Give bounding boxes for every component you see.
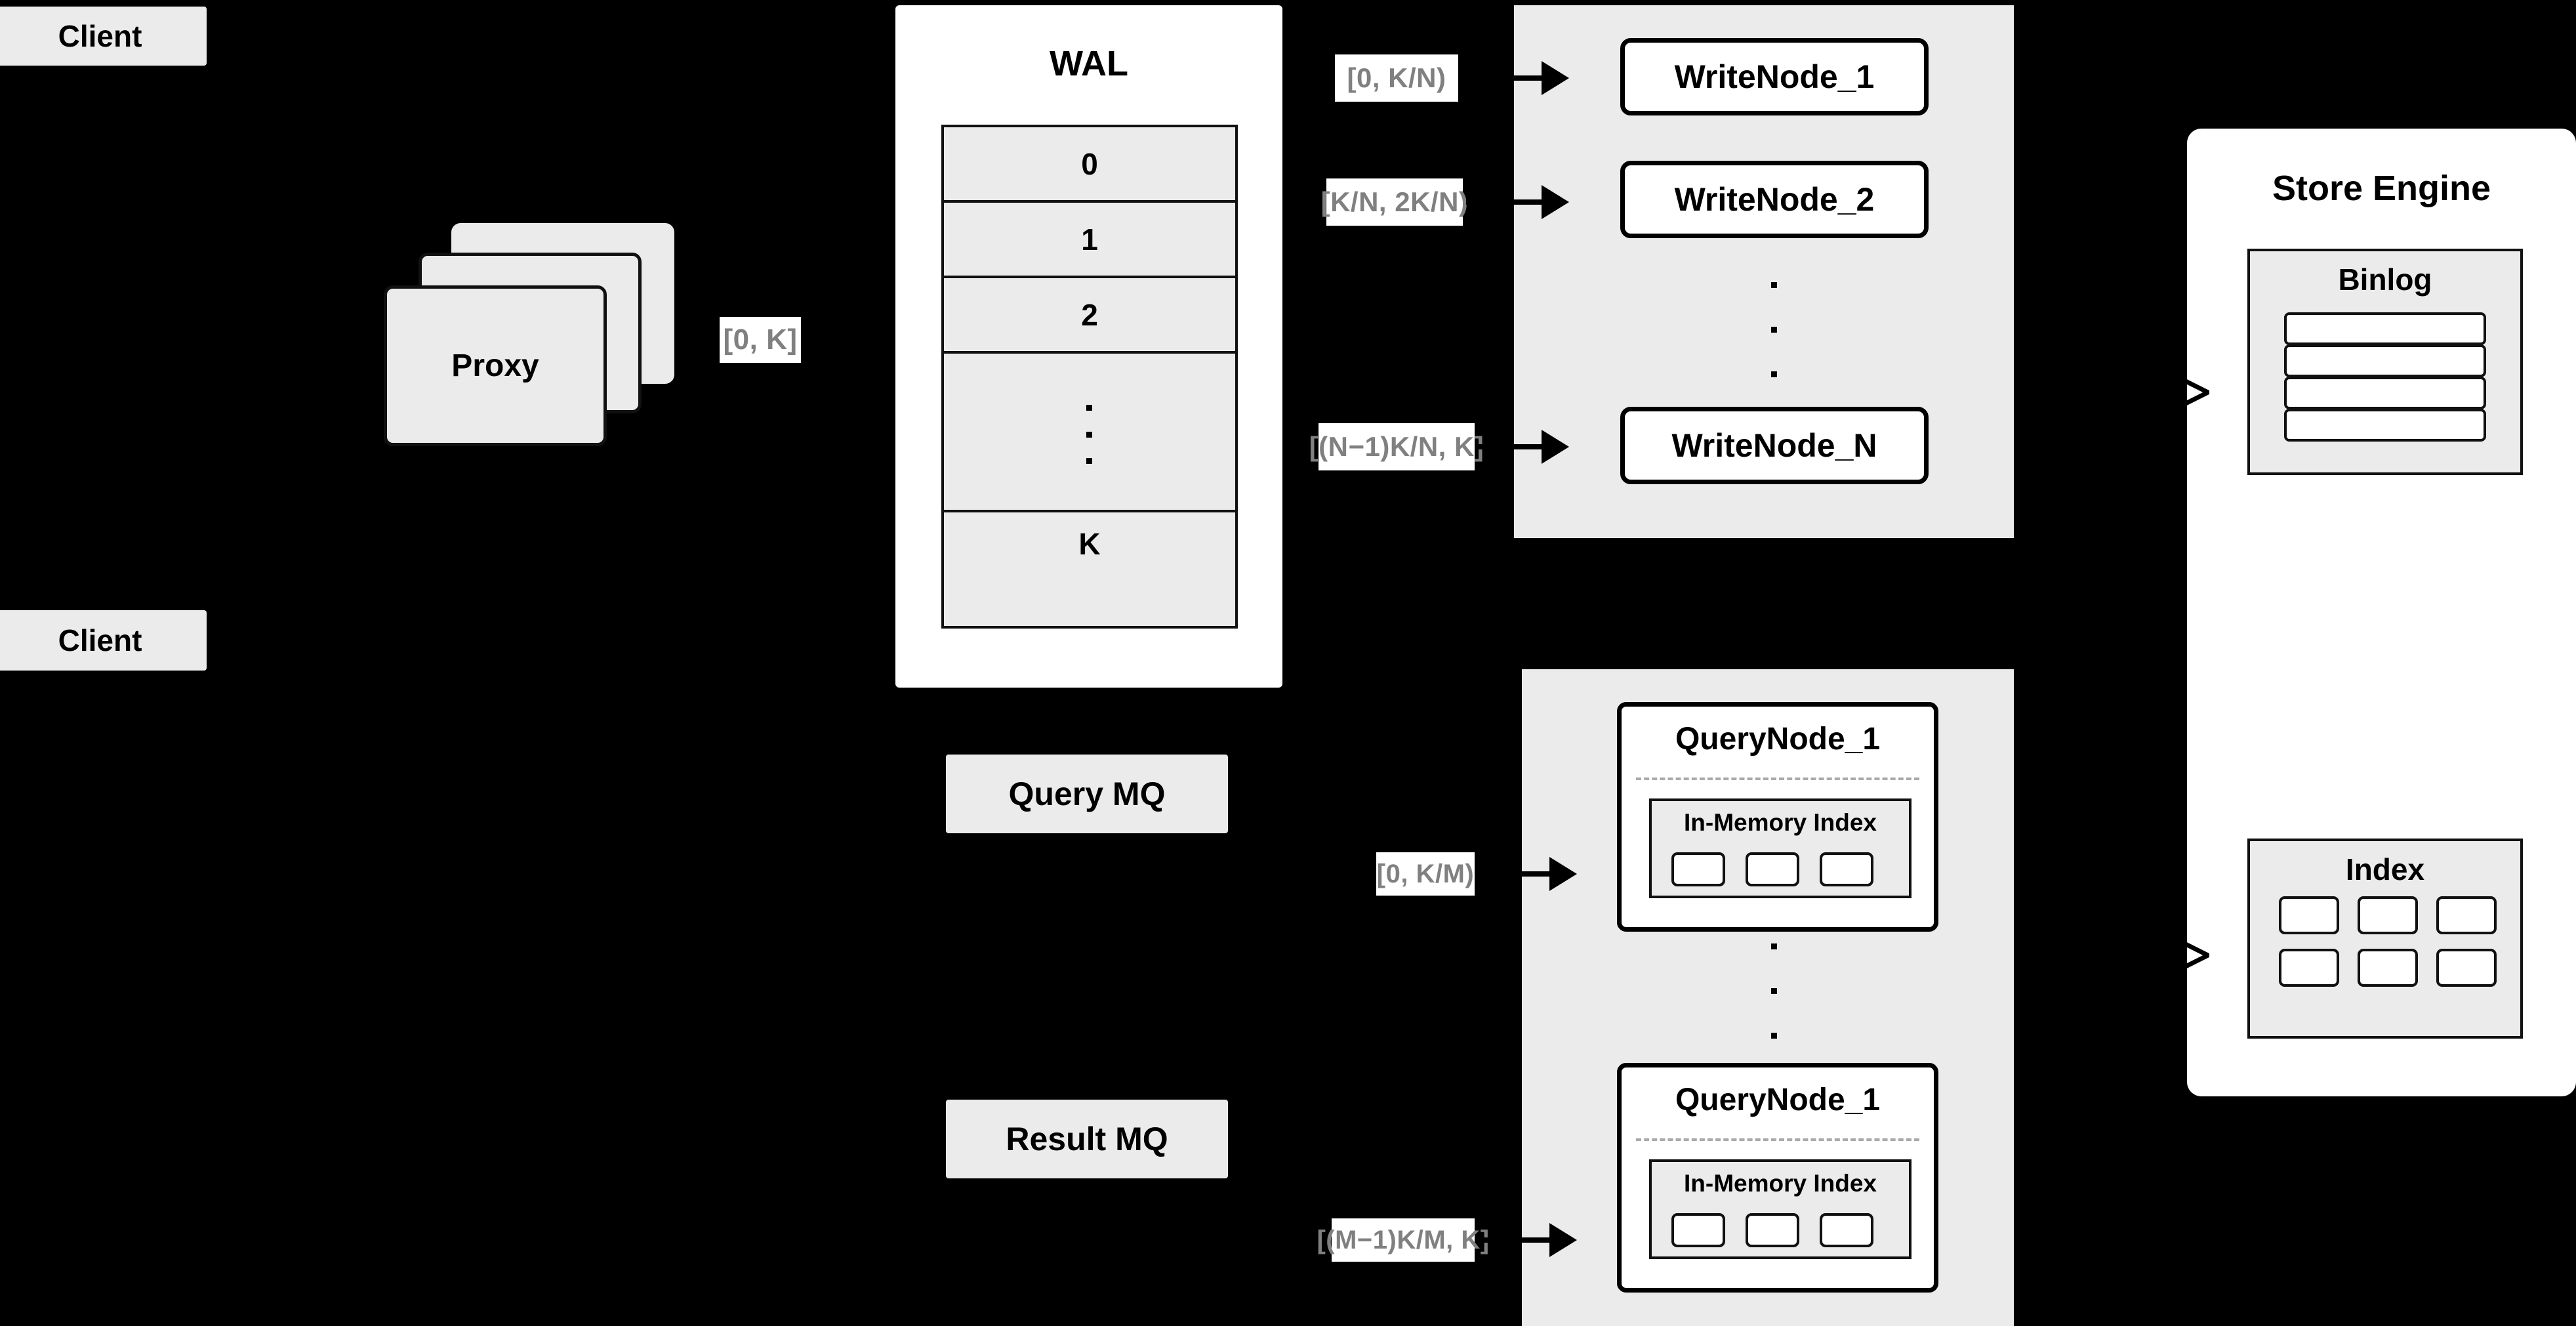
client-label-1: Client [58,19,142,53]
write-node-2[interactable]: WriteNode_2 [1620,161,1929,238]
proxy-label: Proxy [451,348,539,383]
binlog-entry[interactable] [2284,377,2486,409]
client-box-2[interactable]: Client [0,610,207,671]
write-range-label-1: [0, K/N) [1335,54,1458,102]
index-segment[interactable] [1820,852,1873,886]
wal-row-k[interactable]: K [944,512,1235,575]
index-cell[interactable] [2436,896,2497,934]
query-node-1-title: QueryNode_1 [1675,722,1881,756]
binlog-entry[interactable] [2284,409,2486,442]
wal-row-ellipsis [944,354,1235,512]
index-title: Index [2345,852,2425,886]
query-arrow-head-m [1549,1223,1577,1257]
write-arrow-line-1 [1462,75,1547,81]
query-range-label-m: [(M−1)K/M, K] [1317,1218,1489,1262]
wal-row-0[interactable]: 0 [944,127,1235,203]
store-engine-title: Store Engine [2272,169,2491,208]
write-range-label-n: [(N−1)K/N, K] [1309,423,1484,470]
index-box: Index [2247,839,2523,1039]
index-segment[interactable] [1820,1213,1873,1247]
write-cluster-vertical-ellipsis-icon [1771,282,1777,377]
query-node-2-index-box: In-Memory Index [1649,1159,1912,1259]
write-arrow-head-n [1542,430,1569,464]
index-cell[interactable] [2279,949,2339,987]
query-node-1-index-title: In-Memory Index [1684,809,1877,836]
query-mq-box[interactable]: Query MQ [946,755,1228,833]
wal-row-1[interactable]: 1 [944,203,1235,278]
query-node-1-separator [1636,777,1919,780]
query-node-2[interactable]: QueryNode_1 In-Memory Index [1617,1063,1938,1293]
store-index-arrow-line [2127,953,2180,958]
binlog-entry[interactable] [2284,312,2486,345]
query-node-1[interactable]: QueryNode_1 In-Memory Index [1617,702,1938,932]
query-arrow-line-m [1477,1237,1555,1243]
result-mq-box[interactable]: Result MQ [946,1100,1228,1178]
wal-table: 0 1 2 K [941,125,1238,629]
index-segment[interactable] [1746,852,1799,886]
write-node-1[interactable]: WriteNode_1 [1620,38,1929,115]
binlog-entry[interactable] [2284,344,2486,377]
index-cell[interactable] [2436,949,2497,987]
client-label-2: Client [58,623,142,657]
proxy-card-front[interactable]: Proxy [384,285,607,446]
store-index-arrow-head-icon [2175,938,2209,972]
index-cell[interactable] [2279,896,2339,934]
query-node-2-separator [1636,1138,1919,1141]
store-binlog-arrow-line [2127,390,2180,395]
wal-vertical-ellipsis-icon [1086,405,1092,464]
query-arrow-head-1 [1549,857,1577,891]
proxy-range-label: [0, K] [720,317,801,363]
client-box-1[interactable]: Client [0,7,207,66]
binlog-title: Binlog [2338,262,2432,297]
query-cluster-vertical-ellipsis-icon [1771,943,1777,1039]
write-arrow-head-1 [1542,61,1569,95]
write-node-n[interactable]: WriteNode_N [1620,407,1929,484]
write-range-label-2: [K/N, 2K/N) [1321,178,1468,226]
write-arrow-line-2 [1466,199,1546,205]
wal-row-2[interactable]: 2 [944,278,1235,354]
wal-title: WAL [1050,44,1128,83]
index-segment[interactable] [1746,1213,1799,1247]
index-segment[interactable] [1671,852,1725,886]
query-range-label-1: [0, K/M) [1376,852,1475,896]
store-binlog-arrow-head-icon [2175,375,2209,409]
wal-container: WAL 0 1 2 K [895,5,1282,688]
index-cell[interactable] [2358,949,2418,987]
store-engine-container: Store Engine Binlog Index [2187,129,2576,1096]
query-node-2-index-title: In-Memory Index [1684,1170,1877,1197]
write-arrow-line-n [1477,444,1547,449]
write-arrow-head-2 [1542,185,1569,219]
query-node-1-index-box: In-Memory Index [1649,798,1912,898]
binlog-box: Binlog [2247,249,2523,475]
index-cell[interactable] [2358,896,2418,934]
query-arrow-line-1 [1477,871,1555,877]
index-segment[interactable] [1671,1213,1725,1247]
query-node-2-title: QueryNode_1 [1675,1083,1881,1117]
